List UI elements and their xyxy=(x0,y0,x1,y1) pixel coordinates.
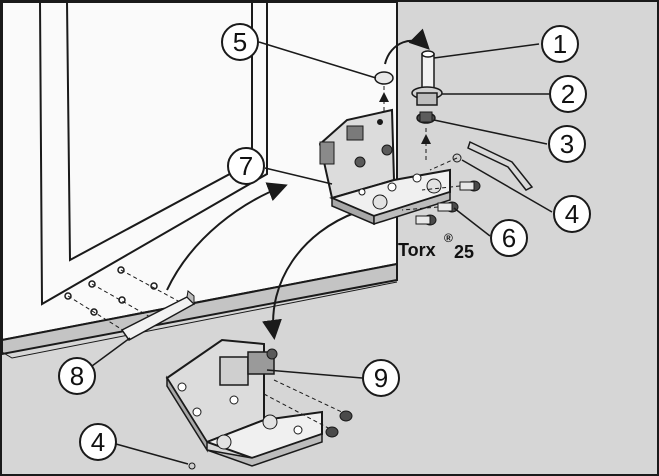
svg-text:4: 4 xyxy=(91,427,105,457)
allen-key xyxy=(467,140,534,191)
svg-text:9: 9 xyxy=(374,363,388,393)
callout-6: 6 xyxy=(490,219,528,257)
callout-7: 7 xyxy=(227,147,265,185)
plug-move-arrow xyxy=(166,182,288,291)
lower-hinge-part-9 xyxy=(165,338,353,467)
svg-text:4: 4 xyxy=(565,199,579,229)
callout-4-upper: 4 xyxy=(553,195,591,233)
torx-size: 25 xyxy=(454,242,474,262)
screws-part-6 xyxy=(401,180,481,226)
leader-lines xyxy=(91,41,553,465)
hinge-pin-part-1 xyxy=(421,50,435,91)
callout-4-lower: 4 xyxy=(79,423,117,461)
svg-text:6: 6 xyxy=(502,223,516,253)
callout-2: 2 xyxy=(549,75,587,113)
screw-part-4-lower xyxy=(188,462,196,470)
screw-part-4-upper xyxy=(429,153,462,171)
svg-text:8: 8 xyxy=(70,361,84,391)
callout-1: 1 xyxy=(541,25,579,63)
svg-text:7: 7 xyxy=(239,151,253,181)
callout-3: 3 xyxy=(548,125,586,163)
torx-label: Torx ® 25 xyxy=(398,231,474,262)
door-panel xyxy=(2,2,398,359)
torx-name: Torx xyxy=(398,240,436,260)
callout-5: 5 xyxy=(221,23,259,61)
svg-text:2: 2 xyxy=(561,79,575,109)
hinge-move-arrow xyxy=(262,211,358,340)
cover-plug-part-8 xyxy=(120,290,196,341)
svg-text:1: 1 xyxy=(553,29,567,59)
callout-9: 9 xyxy=(362,359,400,397)
swap-arrow xyxy=(384,28,430,65)
washer-part-3 xyxy=(416,111,436,162)
upper-hinge-part-7 xyxy=(318,108,451,226)
door-holes xyxy=(64,266,181,333)
torx-registered-mark: ® xyxy=(444,231,453,245)
svg-text:3: 3 xyxy=(560,129,574,159)
svg-text:5: 5 xyxy=(233,27,247,57)
callout-8: 8 xyxy=(58,357,96,395)
bush-part-2 xyxy=(411,86,443,106)
